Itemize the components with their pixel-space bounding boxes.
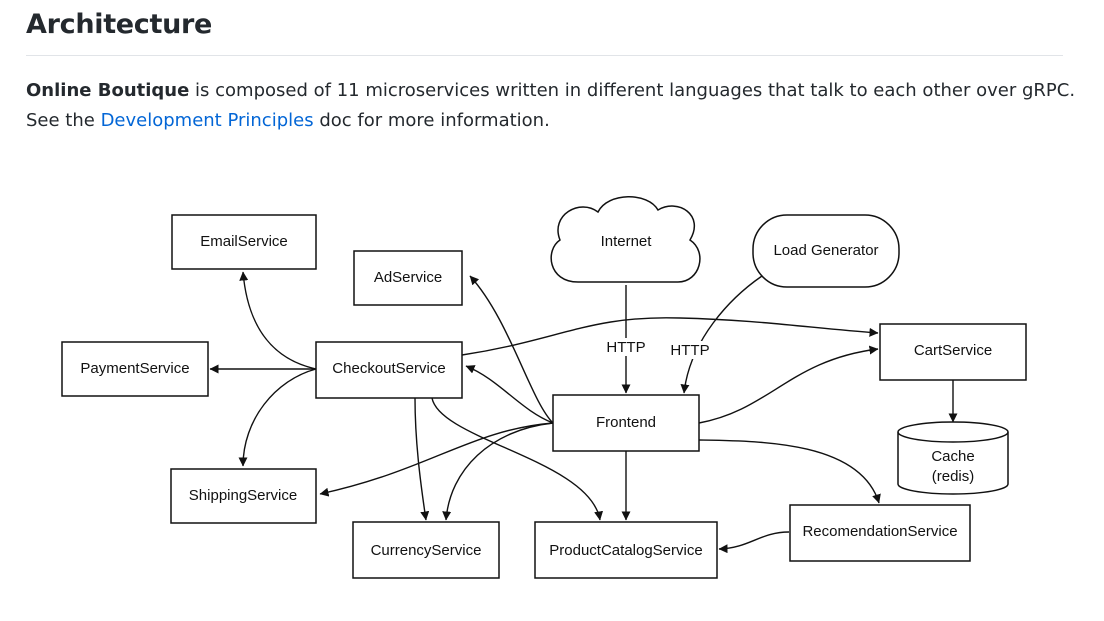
- intro-text: is composed of 11 microservices written …: [189, 80, 1076, 101]
- node-payment-service: [61, 341, 209, 397]
- node-payment-label: PaymentService: [80, 360, 189, 377]
- node-email-service: [171, 214, 317, 270]
- node-checkout-label: CheckoutService: [332, 360, 445, 377]
- edge-checkout-to-catalog: [431, 397, 604, 521]
- heading-divider: [26, 55, 1063, 56]
- edge-frontend-to-recommendation: [698, 439, 881, 504]
- edge-checkout-to-cart: [461, 317, 879, 356]
- node-product-catalog-service: [534, 521, 718, 579]
- edge-recommendation-to-catalog: [718, 531, 790, 554]
- edge-frontend-to-cart: [698, 345, 879, 424]
- node-load-generator: [752, 214, 900, 288]
- project-name: Online Boutique: [26, 80, 190, 101]
- node-email-label: EmailService: [200, 233, 288, 250]
- node-shipping-label: ShippingService: [189, 487, 297, 504]
- node-frontend: [552, 394, 700, 452]
- edge-checkout-to-currency: [414, 397, 430, 521]
- edge-frontend-to-currency: [442, 422, 554, 521]
- node-cache-label-line1: Cache: [931, 448, 974, 465]
- diagram-edges: [209, 271, 958, 554]
- node-ad-service: [353, 250, 463, 306]
- http-label-bg-loadgen: [666, 341, 714, 359]
- node-internet-label: Internet: [601, 233, 653, 250]
- node-cache-label-line2: (redis): [932, 468, 975, 485]
- node-cart-service: [879, 323, 1027, 381]
- node-frontend-label: Frontend: [596, 414, 656, 431]
- section-heading: Architecture: [26, 9, 213, 40]
- edge-checkout-to-shipping: [238, 368, 317, 467]
- see-suffix: doc for more information.: [313, 110, 550, 131]
- edge-checkout-to-email: [239, 271, 317, 370]
- node-cache-top-rim: [897, 431, 1009, 443]
- node-cart-label: CartService: [914, 342, 992, 359]
- http-label-bg-internet: [602, 338, 650, 356]
- edge-loadgen-to-frontend: [680, 275, 763, 394]
- intro-paragraph: Online Boutique is composed of 11 micros…: [26, 80, 1075, 101]
- edge-frontend-to-checkout: [465, 365, 554, 424]
- node-shipping-service: [170, 468, 317, 524]
- development-principles-link[interactable]: Development Principles: [100, 110, 314, 131]
- node-recommendation-service: [789, 504, 971, 562]
- node-recommendation-label: RecomendationService: [802, 523, 957, 540]
- edge-frontend-to-ad: [469, 275, 554, 424]
- edge-frontend-to-shipping: [319, 422, 554, 497]
- node-currency-label: CurrencyService: [371, 542, 482, 559]
- node-loadgen-label: Load Generator: [773, 242, 878, 259]
- http-label-loadgen: HTTP: [670, 342, 709, 359]
- node-catalog-label: ProductCatalogService: [549, 542, 702, 559]
- node-currency-service: [352, 521, 500, 579]
- see-prefix: See the: [26, 110, 101, 131]
- node-ad-label: AdService: [374, 269, 442, 286]
- node-checkout-service: [315, 341, 463, 399]
- http-label-internet: HTTP: [606, 339, 645, 356]
- see-paragraph: See the Development Principles doc for m…: [26, 110, 550, 131]
- node-internet-cloud: [550, 196, 701, 283]
